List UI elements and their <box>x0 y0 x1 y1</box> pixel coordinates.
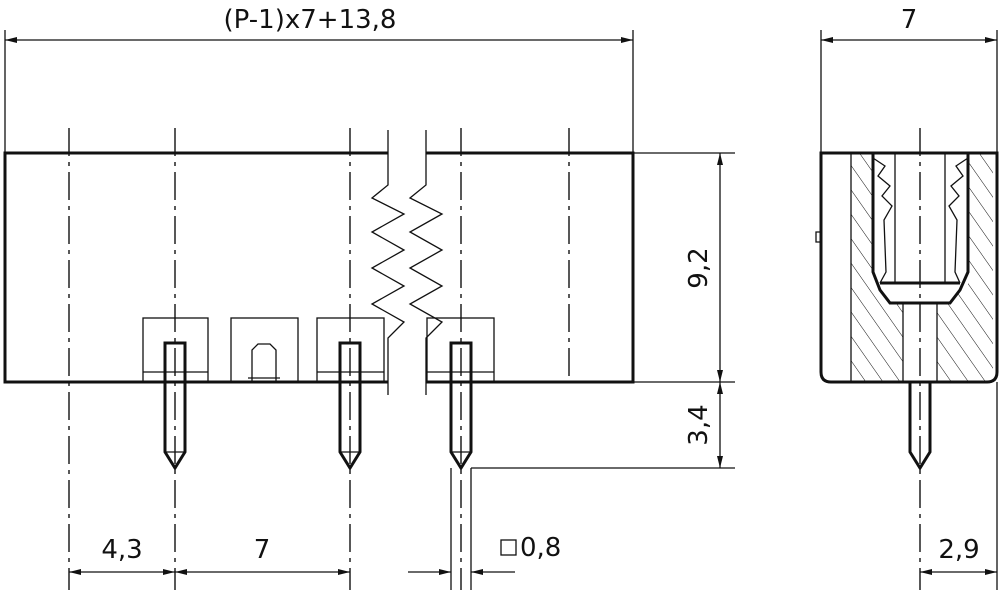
dim-edge-to-pin: 4,3 <box>101 535 142 565</box>
dim-height: 9,2 <box>684 247 714 288</box>
side-hatch-right <box>937 153 993 382</box>
front-body-outline-left <box>3 151 388 384</box>
pin-stub <box>251 343 277 382</box>
break-line-right <box>408 130 444 395</box>
side-socket <box>871 153 970 305</box>
side-latch <box>815 231 821 243</box>
front-body-outline-right <box>426 151 635 384</box>
side-view: 7 2,9 <box>815 5 999 590</box>
side-contact-right <box>948 157 969 284</box>
dim-pin-protrusion: 3,4 <box>684 404 714 445</box>
dim-pin-square: 0,8 <box>520 533 561 563</box>
side-body-outline <box>819 151 999 384</box>
side-hatch-left <box>851 153 903 382</box>
dim-pitch: 7 <box>254 535 271 565</box>
square-icon <box>500 539 517 556</box>
dim-side-width: 7 <box>901 5 918 35</box>
dim-side-pin-offset: 2,9 <box>938 535 979 565</box>
side-contact-left <box>872 157 893 284</box>
side-pin <box>908 380 932 471</box>
front-view: (P-1)x7+13,8 9,2 3,4 4,3 7 0,8 <box>3 5 735 590</box>
dim-overall-length: (P-1)x7+13,8 <box>224 5 397 35</box>
break-line-left <box>370 130 406 395</box>
pin-pocket-2 <box>230 317 299 383</box>
